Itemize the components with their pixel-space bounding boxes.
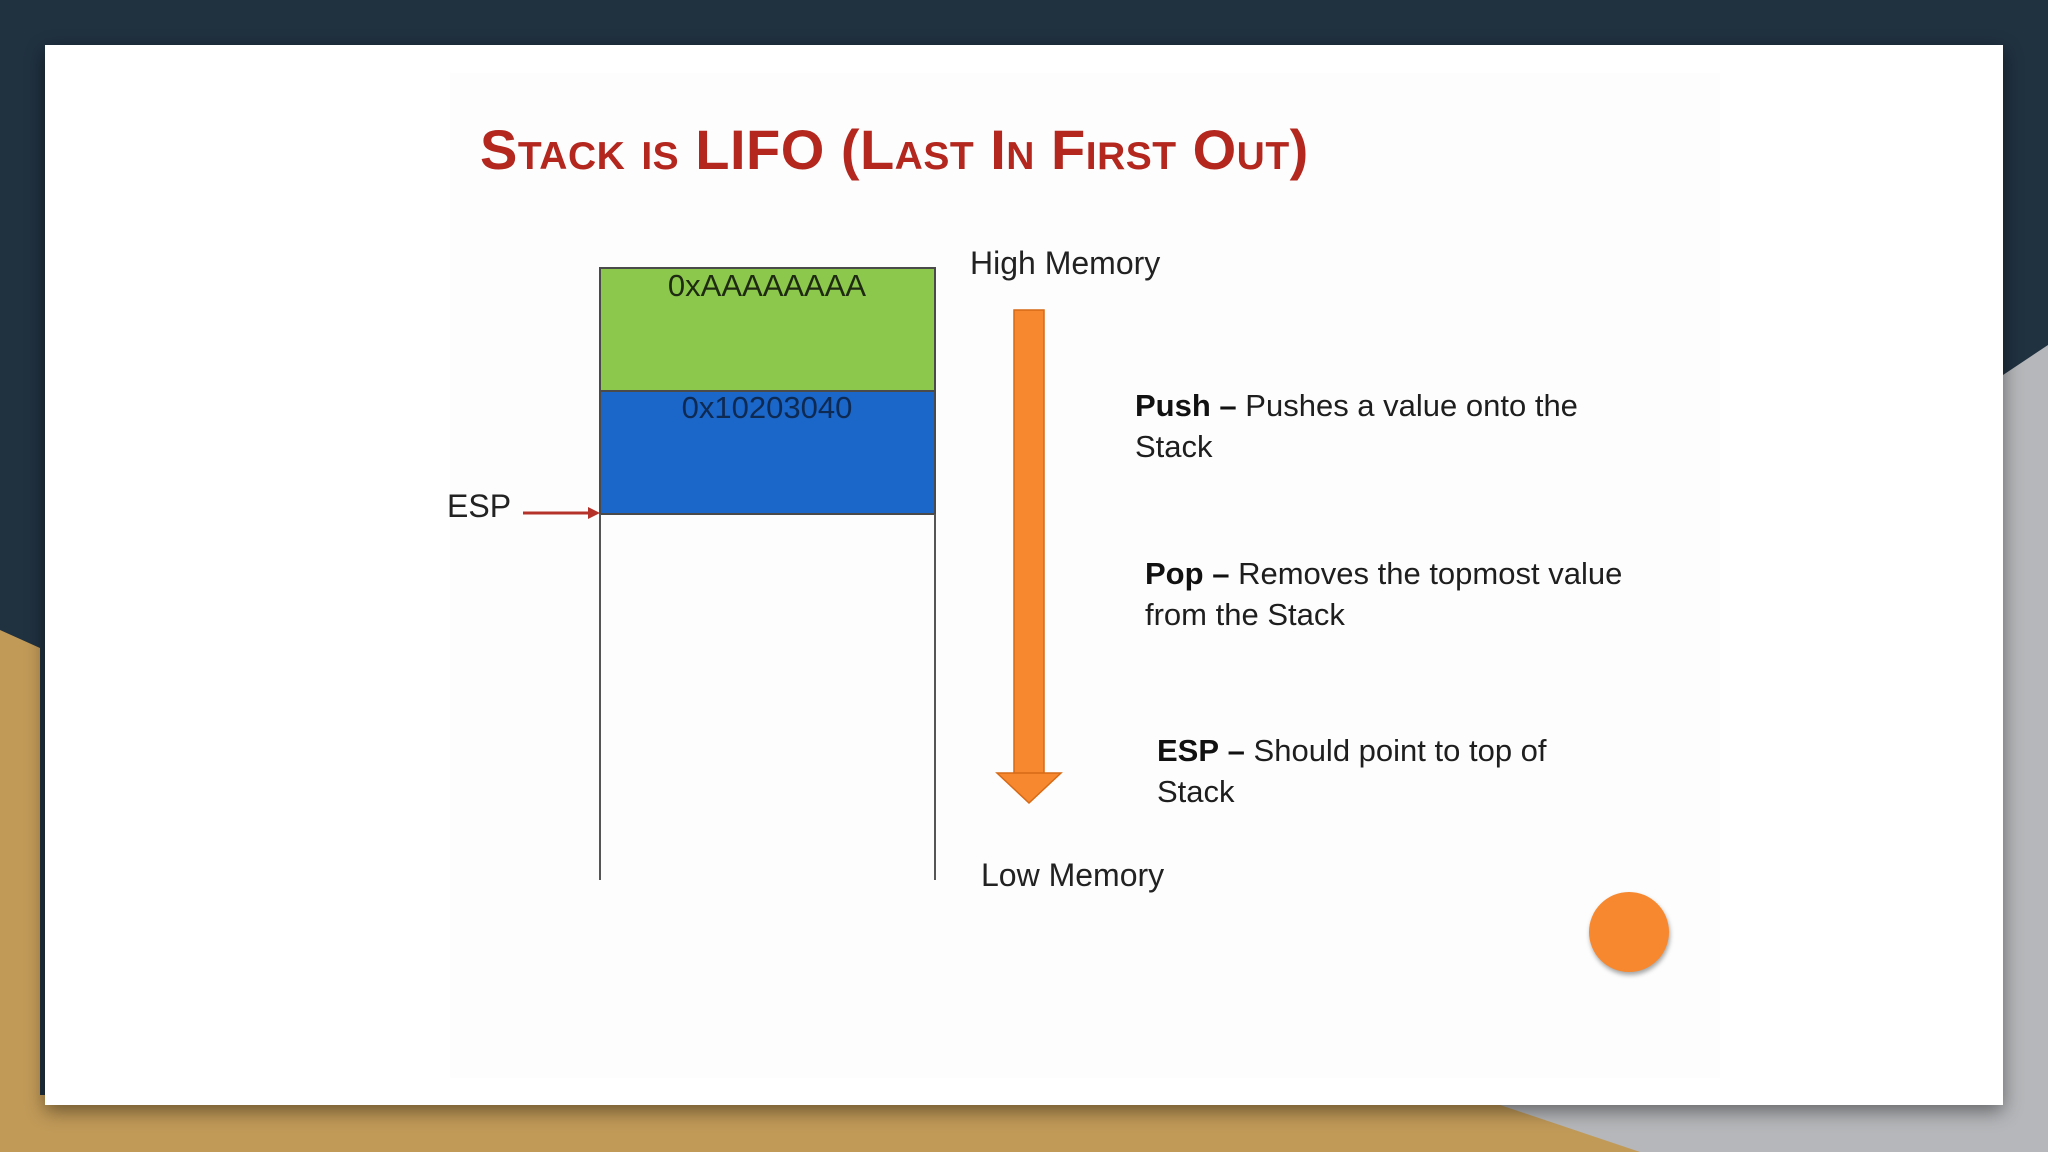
push-term: Push: [1135, 388, 1211, 423]
esp-separator: –: [1227, 733, 1245, 768]
memory-direction-arrow-head: [995, 772, 1063, 805]
esp-text-line1: Should point to top of: [1253, 733, 1547, 768]
stack-cell-second: [599, 390, 936, 515]
pop-description: Pop – Removes the topmost value from the…: [1145, 553, 1622, 635]
esp-pointer-label: ESP: [447, 488, 511, 524]
esp-description: ESP – Should point to top of Stack: [1157, 730, 1547, 812]
pop-text-line2: from the Stack: [1145, 597, 1345, 632]
slide-content-panel: [450, 73, 1720, 1078]
stack-diagram: 0xAAAAAAAA 0x10203040 ESP: [447, 267, 1063, 880]
slide-title: Stack is LIFO (Last In First Out): [480, 118, 1309, 181]
high-memory-label: High Memory: [970, 245, 1161, 281]
stack-cell-top-value: 0xAAAAAAAA: [668, 268, 866, 303]
pop-term: Pop: [1145, 556, 1204, 591]
slide: Stack is LIFO (Last In First Out) 0xAAAA…: [45, 45, 2003, 1105]
esp-text-line2: Stack: [1157, 774, 1235, 809]
esp-pointer-arrow-head: [588, 507, 600, 519]
stack-cell-second-value: 0x10203040: [682, 390, 853, 425]
push-description: Push – Pushes a value onto the Stack: [1135, 385, 1578, 467]
background-gold-left-wedge: [0, 630, 40, 1152]
push-separator: –: [1219, 388, 1237, 423]
stack-cell-top: [599, 267, 936, 392]
push-text-line1: Pushes a value onto the: [1245, 388, 1578, 423]
memory-direction-arrow-shaft: [1013, 309, 1045, 776]
pop-text-line1: Removes the topmost value: [1238, 556, 1623, 591]
low-memory-label: Low Memory: [981, 857, 1165, 893]
esp-term: ESP: [1157, 733, 1220, 768]
push-text-line2: Stack: [1135, 429, 1213, 464]
orange-circle-decoration: [1589, 892, 1669, 972]
pop-separator: –: [1212, 556, 1230, 591]
